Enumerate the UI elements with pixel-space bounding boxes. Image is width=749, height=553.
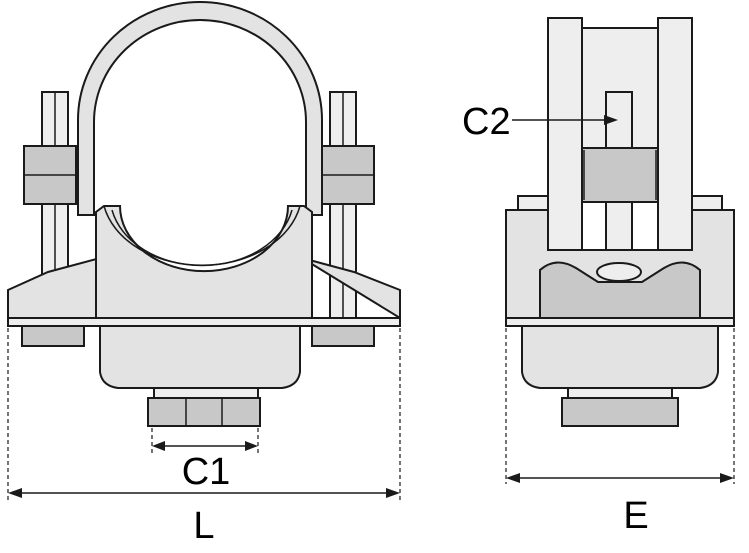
base-plate — [7, 317, 401, 327]
right-bottom-nut — [311, 325, 375, 347]
outlet-collar — [153, 387, 259, 399]
label-l: L — [193, 505, 214, 547]
side-spigot-body — [521, 325, 719, 389]
label-c1: C1 — [182, 451, 231, 493]
label-c2: C2 — [462, 101, 511, 143]
flange-right — [301, 257, 401, 320]
side-saddle-cup — [539, 261, 701, 319]
spigot-body — [99, 325, 301, 389]
left-bottom-nut — [21, 325, 85, 347]
front-view — [7, 1, 401, 427]
strap-left-plate — [547, 17, 583, 251]
u-strap — [77, 1, 323, 216]
dimension-l — [7, 328, 401, 500]
leader-c2 — [512, 115, 618, 125]
outlet-nut — [147, 397, 261, 427]
side-outlet-collar — [567, 387, 673, 399]
dimension-e — [505, 328, 735, 484]
dimension-c1 — [151, 428, 259, 456]
side-base-plate — [505, 317, 735, 327]
side-nut — [581, 147, 659, 203]
strap-right-plate — [657, 17, 693, 251]
side-view — [505, 17, 735, 427]
side-outlet-nut — [561, 397, 679, 427]
saddle-body — [95, 205, 313, 319]
label-e: E — [623, 495, 648, 537]
